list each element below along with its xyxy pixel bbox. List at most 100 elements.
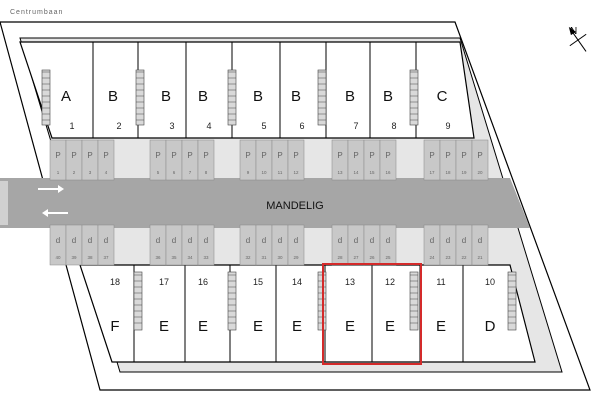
- parking-space: P11: [271, 139, 289, 181]
- parking-number: 9: [247, 170, 250, 175]
- parking-number: 33: [203, 255, 209, 260]
- unit-top-9[interactable]: C9: [437, 88, 451, 131]
- parking-number: 13: [337, 170, 343, 175]
- parking-number: 14: [353, 170, 359, 175]
- parking-space: P20: [471, 139, 489, 181]
- unit-top-6[interactable]: B6: [291, 88, 305, 131]
- parking-number: 19: [461, 170, 467, 175]
- svg-text:N: N: [570, 26, 577, 37]
- street-label: Centrumbaan: [10, 9, 63, 16]
- parking-number: 12: [293, 170, 299, 175]
- unit-number: 13: [345, 277, 355, 287]
- stairwell-bottom-2: [227, 271, 237, 331]
- compass-icon: N: [568, 26, 587, 52]
- unit-top-8[interactable]: B8: [383, 88, 397, 131]
- parking-space: d40: [49, 224, 67, 266]
- parking-space: P3: [81, 139, 99, 181]
- parking-space: d34: [181, 224, 199, 266]
- parking-label: d: [204, 236, 208, 245]
- unit-bottom-18[interactable]: F18: [110, 277, 120, 335]
- unit-letter: B: [198, 88, 208, 105]
- shared-road: [0, 178, 530, 228]
- parking-space: d23: [439, 224, 457, 266]
- parking-label: d: [446, 236, 450, 245]
- parking-label: d: [88, 236, 92, 245]
- unit-bottom-13[interactable]: E 13: [345, 277, 355, 335]
- stairwell-top-1: [41, 69, 51, 126]
- parking-label: P: [277, 151, 282, 160]
- parking-space: d28: [331, 224, 349, 266]
- parking-space: d38: [81, 224, 99, 266]
- building-bottom: [79, 264, 536, 363]
- parking-label: P: [155, 151, 160, 160]
- unit-bottom-15[interactable]: E 15: [253, 277, 263, 335]
- stairwell-top-3: [227, 69, 237, 126]
- unit-letter: B: [108, 88, 118, 105]
- entry-arrow-icon: [38, 185, 64, 193]
- unit-number: 15: [253, 277, 263, 287]
- stairwell-top-4: [317, 69, 327, 126]
- parking-label: P: [429, 151, 434, 160]
- unit-bottom-17[interactable]: E17: [159, 277, 169, 335]
- unit-letter: A: [61, 88, 71, 105]
- parking-number: 10: [261, 170, 267, 175]
- unit-top-2[interactable]: B2: [108, 88, 122, 131]
- parking-space: d26: [363, 224, 381, 266]
- unit-top-3[interactable]: B3: [161, 88, 175, 131]
- parking-number: 18: [445, 170, 451, 175]
- parking-label: P: [103, 151, 108, 160]
- unit-bottom-12[interactable]: E12: [385, 277, 395, 335]
- unit-letter: D: [485, 318, 496, 335]
- parking-label: d: [156, 236, 160, 245]
- stairwell-bottom-1: [133, 271, 143, 331]
- parking-row-top: P1P2P3P4P5P6P7P8P9P10P11P12P13P14P15P16P…: [49, 139, 489, 181]
- unit-bottom-10[interactable]: D10: [485, 277, 496, 335]
- building-top: [19, 41, 475, 139]
- parking-space: d27: [347, 224, 365, 266]
- parking-number: 1: [57, 170, 60, 175]
- unit-letter: E: [345, 318, 355, 335]
- parking-number: 28: [337, 255, 343, 260]
- unit-top-5[interactable]: B5: [253, 88, 267, 131]
- stairwell-top-5: [409, 69, 419, 126]
- parking-number: 35: [171, 255, 177, 260]
- parking-label: d: [278, 236, 282, 245]
- parking-space: P13: [331, 139, 349, 181]
- unit-number: 5: [261, 121, 266, 131]
- parking-space: P17: [423, 139, 441, 181]
- parking-space: d25: [379, 224, 397, 266]
- parking-label: P: [87, 151, 92, 160]
- unit-number: 11: [436, 277, 445, 287]
- highlighted-units-frame: [322, 263, 422, 365]
- unit-letter: E: [253, 318, 263, 335]
- parking-number: 21: [477, 255, 483, 260]
- stairwell-bottom-4: [409, 271, 419, 331]
- parking-number: 3: [89, 170, 92, 175]
- unit-bottom-14[interactable]: E14: [292, 277, 302, 335]
- parking-row-bottom: d40d39d38d37d36d35d34d33d32d31d30d29d28d…: [49, 224, 489, 266]
- parking-number: 30: [277, 255, 283, 260]
- unit-number: 17: [159, 277, 169, 287]
- parking-space: P18: [439, 139, 457, 181]
- parking-label: P: [461, 151, 466, 160]
- parking-space: d31: [255, 224, 273, 266]
- unit-top-4[interactable]: B4: [198, 88, 212, 131]
- parking-label: P: [369, 151, 374, 160]
- parking-label: P: [293, 151, 298, 160]
- unit-top-1[interactable]: A1: [61, 88, 75, 131]
- parking-space: P14: [347, 139, 365, 181]
- parking-space: P2: [65, 139, 83, 181]
- unit-bottom-11[interactable]: E11: [436, 277, 446, 335]
- unit-letter: E: [292, 318, 302, 335]
- parking-space: P 19: [455, 139, 473, 181]
- unit-number: 3: [169, 121, 174, 131]
- parking-number: 15: [369, 170, 375, 175]
- parking-space: P4: [97, 139, 115, 181]
- unit-bottom-16[interactable]: E16: [198, 277, 208, 335]
- parking-space: d29: [287, 224, 305, 266]
- unit-top-7[interactable]: B7: [345, 88, 359, 131]
- road-crosswalk: [0, 181, 8, 225]
- parking-label: d: [262, 236, 266, 245]
